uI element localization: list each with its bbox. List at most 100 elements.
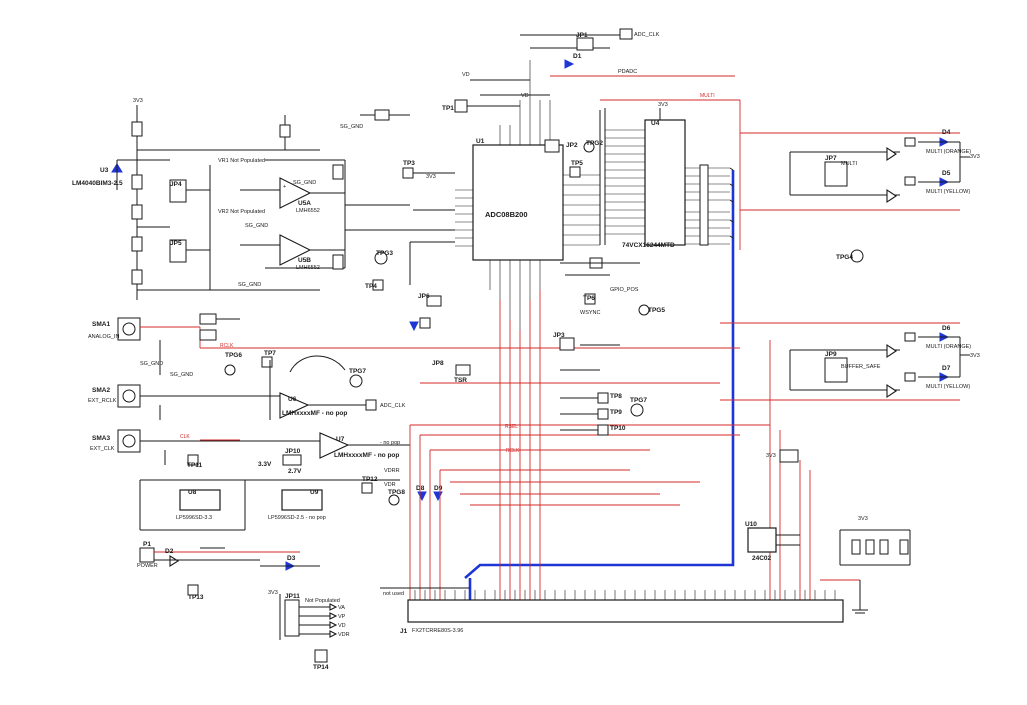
jp9-label: JP9 xyxy=(825,351,837,358)
rclk-label: RCLK xyxy=(506,448,520,454)
j1-connector: J1 FX2TCRRE80S-3.96 xyxy=(400,580,868,635)
sma1-net-label: ANALOG_IN xyxy=(88,334,120,340)
not-used-note: not used xyxy=(383,591,404,597)
tp5-label: TP5 xyxy=(571,160,583,167)
tpg2-label: TPG3 xyxy=(376,250,393,257)
net-3v3-h: 3V3 xyxy=(766,453,776,459)
net-vd: VD xyxy=(338,623,346,629)
sg-gnd-label-f: SG_GND xyxy=(170,372,193,378)
net-3v3-e: 3V3 xyxy=(970,353,980,359)
buffer-section: U4 74VCX16244MTD 3V3 xyxy=(560,93,741,276)
u9-part-label: LP5996SD-2.5 - no pop xyxy=(268,515,326,521)
u10-refdes: U10 xyxy=(745,521,757,528)
adc-clk-out-label: ADC_CLK xyxy=(380,403,406,409)
jp8-label: JP8 xyxy=(432,360,444,367)
buffer-yellow-label: MULTI (YELLOW) xyxy=(926,384,970,390)
j1-pins xyxy=(414,590,836,600)
eeprom-section: U10 24C02 3V3 3V3 xyxy=(745,449,911,566)
data-bus xyxy=(464,167,735,600)
net-va: VA xyxy=(338,605,345,611)
j1-part-label: FX2TCRRE80S-3.96 xyxy=(412,628,463,634)
sg-gnd-label-b: SG_GND xyxy=(245,223,268,229)
tp6-label: TP6 xyxy=(583,295,595,302)
u5a-refdes: U5A xyxy=(298,200,311,207)
net-3v3-g: 3V3 xyxy=(858,516,868,522)
buffer-chip xyxy=(644,119,686,246)
led-driver-top: JP7 MULTI D4 D5 MULTI (ORANGE) MULTI (YE… xyxy=(740,129,980,263)
u8-part-label: LP5996SD-3.3 xyxy=(176,515,212,521)
u5b-refdes: U5B xyxy=(298,257,311,264)
jp2-label: JP2 xyxy=(566,142,578,149)
multi-yellow-label: MULTI (YELLOW) xyxy=(926,189,970,195)
tp14-label: TP14 xyxy=(313,664,329,671)
u7-part-label: LMHxxxxMF - no pop xyxy=(334,452,399,459)
tpg5-label: TPG6 xyxy=(225,352,242,359)
pdadc-label: PDADC xyxy=(618,69,637,75)
buffer-safe-label: BUFFER_SAFE xyxy=(841,364,881,370)
u3-part-label: LM4040BIM3-2.5 xyxy=(72,180,123,187)
clock-section: U6 LMHxxxxMF - no pop U7 LMHxxxxMF - no … xyxy=(180,350,410,469)
tp4-label: TP4 xyxy=(365,283,377,290)
clk-net-label: CLK xyxy=(180,434,190,440)
tp1-label: TP1 xyxy=(442,105,454,112)
net-3v3-label: 3V3 xyxy=(133,98,143,104)
adc-clk-label-top: ADC_CLK xyxy=(634,32,660,38)
j1-body xyxy=(407,599,844,623)
u6-part-label: LMHxxxxMF - no pop xyxy=(282,410,347,417)
tp3-label: TP3 xyxy=(403,160,415,167)
jp11-label: JP11 xyxy=(285,593,300,600)
tpg7-label: TPG7 xyxy=(630,397,647,404)
u3-refdes-label: U3 xyxy=(100,167,109,174)
u4-part-label: 74VCX16244MTD xyxy=(622,242,675,249)
tsr-label: TSR xyxy=(454,377,467,384)
tpg6-label: TPG7 xyxy=(349,368,366,375)
net-3v3-d: 3V3 xyxy=(970,154,980,160)
vr1-note: VR1 Not Populated xyxy=(218,158,265,164)
net-vd-b: VD xyxy=(521,93,529,99)
vdrr-label: VDRR xyxy=(384,468,400,474)
u1-refdes: U1 xyxy=(476,138,485,145)
net-3v3-b: 3V3 xyxy=(426,174,436,180)
jp11-note: Not Populated xyxy=(305,598,340,604)
net-vd-a: VD xyxy=(462,72,470,78)
u5a-part: LMH6552 xyxy=(296,208,320,214)
sma-section: SMA1 ANALOG_IN SMA2 EXT_RCLK SMA3 EXT_CL… xyxy=(88,313,740,465)
net-vp: VP xyxy=(338,614,346,620)
wsync-label: WSYNC xyxy=(580,310,601,316)
tp8-label: TP8 xyxy=(610,393,622,400)
u10-part-label: 24C02 xyxy=(752,555,772,562)
jp4-label: JP4 xyxy=(170,181,182,188)
jp7-label: JP7 xyxy=(825,155,837,162)
connector-nets: not used xyxy=(380,290,860,600)
adc-section: ADC08B200 U1 xyxy=(365,28,735,330)
d4-label: D4 xyxy=(942,129,951,136)
jp11-section: JP11 Not Populated VA VP VD VDR TP14 3V3 xyxy=(268,590,350,671)
rsel-label: RSEL xyxy=(505,424,518,430)
tpg1-label: TPG2 xyxy=(586,140,603,147)
adc-part-label: ADC08B200 xyxy=(485,210,528,219)
adc-chip xyxy=(472,144,564,261)
sg-gnd-label-e: SG_GND xyxy=(140,361,163,367)
u4-refdes: U4 xyxy=(651,120,660,127)
tpg8-label: TPG8 xyxy=(388,489,405,496)
tpg4-label: TPG5 xyxy=(648,307,665,314)
tp13-label: TP13 xyxy=(188,594,204,601)
reference-section: 3V3 J1 U3 LM4040BIM3-2.5 JP4 JP5 VR1 Not… xyxy=(72,98,265,300)
tp11-label: TP11 xyxy=(187,462,203,469)
jp5-label: JP5 xyxy=(170,240,182,247)
opamp-a-plus: + xyxy=(283,184,286,190)
led-driver-mid: JP9 BUFFER_SAFE D6 D7 MULTI (ORANGE) MUL… xyxy=(720,322,980,401)
p1-label: P1 xyxy=(143,541,151,548)
jp10-label: JP10 xyxy=(285,448,301,455)
tp9-label: TP9 xyxy=(610,409,622,416)
buffer-orange-label: MULTI (ORANGE) xyxy=(926,344,971,350)
u8-refdes: U8 xyxy=(188,489,197,496)
v3v3-label: 3.3V xyxy=(258,461,272,468)
jp6-label: JP6 xyxy=(418,293,430,300)
d2-label: D2 xyxy=(165,548,174,555)
d3-label: D3 xyxy=(287,555,296,562)
d7-label: D7 xyxy=(942,365,951,372)
multi1-net-label: MULTI xyxy=(700,93,715,99)
u6-refdes: U6 xyxy=(288,396,297,403)
